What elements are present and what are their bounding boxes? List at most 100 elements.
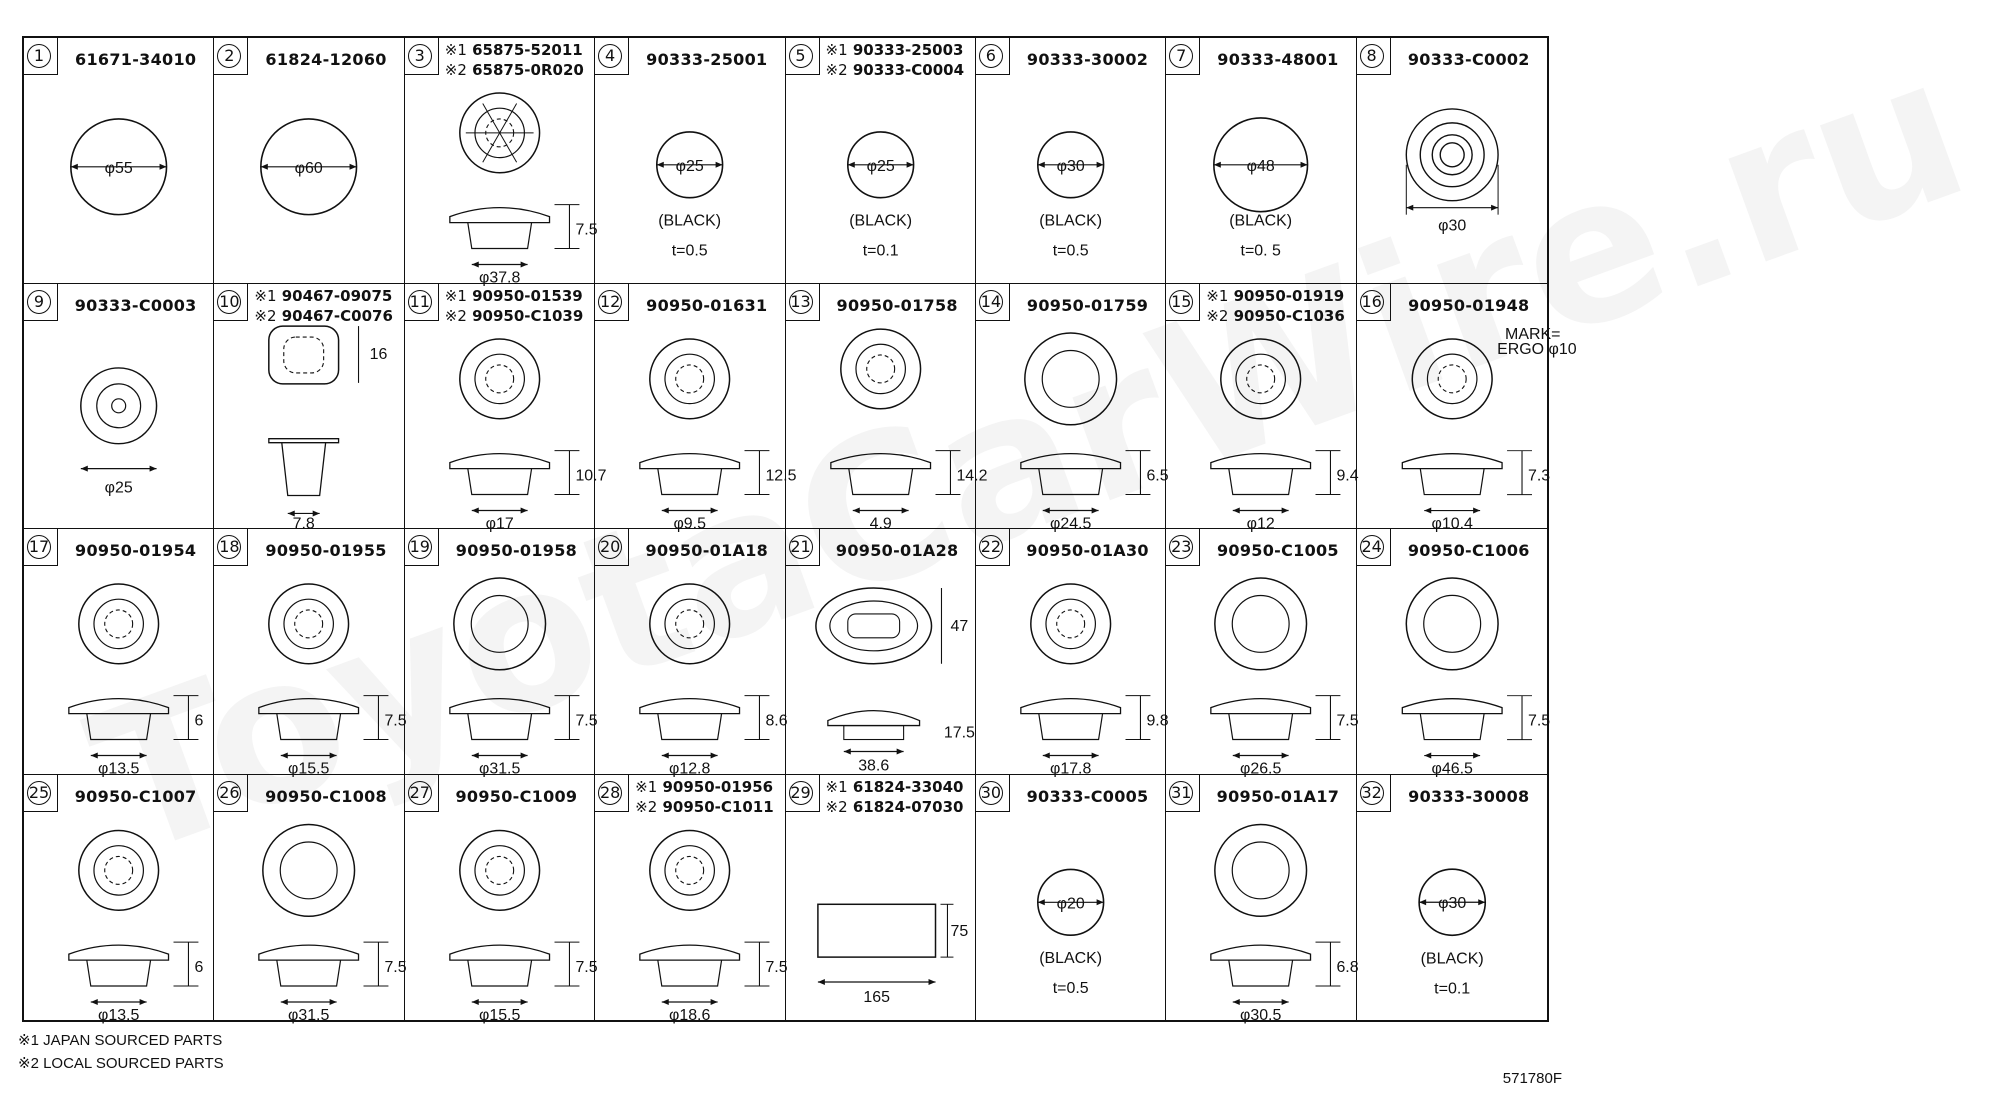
side-profile (448, 698, 550, 715)
item-number: 8 (1356, 38, 1391, 75)
top-view-outline (1214, 823, 1308, 917)
part-number: 90333-30002 (1026, 50, 1149, 69)
item-number: 6 (975, 38, 1010, 75)
disc-outline (1417, 867, 1486, 936)
item-number: 25 (24, 774, 58, 812)
washer-outline (80, 366, 158, 444)
height-label: 17.5 (943, 725, 974, 742)
height-label: 7.5 (766, 959, 788, 976)
diameter-label: φ30 (1438, 894, 1466, 912)
diameter-label: φ12.8 (669, 760, 710, 777)
part-drawing: φ25 (80, 366, 158, 496)
part-number-japan: ※1 90950-01956 (635, 777, 774, 796)
side-profile-body (86, 713, 152, 741)
part-number: 90950-01A28 (835, 541, 959, 560)
diameter-label: 38.6 (858, 757, 889, 774)
top-view-ring (664, 844, 716, 896)
side-profile (1210, 452, 1312, 469)
item-number: 12 (595, 283, 630, 321)
diameter-label: φ55 (105, 160, 133, 177)
side-profile-body (657, 468, 723, 495)
top-view-outline (649, 583, 731, 665)
height-label: 7.5 (385, 959, 407, 976)
height-label: 7.5 (575, 959, 597, 976)
side-profile-body (276, 713, 342, 741)
height-label: 9.8 (1146, 713, 1168, 730)
diameter-label: φ31.5 (479, 760, 520, 777)
top-view-outline (78, 583, 160, 665)
height-label: 6 (194, 713, 203, 730)
item-number: 15 (1166, 283, 1201, 321)
height-label: 10.7 (575, 467, 606, 484)
item-number: 28 (595, 774, 630, 812)
ring-outline (1405, 108, 1499, 202)
top-view-outline (1411, 337, 1493, 420)
note-japan-sourced: ※1 JAPAN SOURCED PARTS (18, 1032, 223, 1049)
part-number: 90950-01A17 (1216, 786, 1340, 806)
diameter-label: φ25 (866, 158, 894, 175)
part-drawing: φ25 (BLACK) t=0.1 (846, 131, 914, 259)
side-profile-body (466, 713, 532, 741)
thickness-label: t=0.5 (1053, 979, 1089, 996)
top-view-ring (854, 343, 906, 394)
top-view-outline (458, 92, 541, 174)
item-number: 2 (214, 38, 249, 75)
part-drawing: φ60 (260, 118, 358, 216)
color-label: (BLACK) (1039, 950, 1102, 967)
side-profile-body (1419, 713, 1485, 741)
part-drawing: φ48(BLACK)t=0. 5 (1213, 117, 1309, 259)
part-number-local: ※2 90950-C1039 (444, 306, 584, 325)
color-label: (BLACK) (1039, 213, 1102, 230)
diameter-label: φ13.5 (98, 1006, 139, 1023)
diameter-label: φ10.4 (1431, 515, 1473, 532)
part-number-local: ※2 90950-C1036 (1206, 306, 1345, 325)
side-profile-body (657, 713, 723, 741)
height-label: 8.6 (766, 713, 788, 730)
top-view-ring (1231, 840, 1290, 899)
height-label: 7.5 (385, 713, 407, 730)
diameter-label: φ20 (1057, 895, 1085, 912)
item-number: 27 (404, 774, 439, 812)
top-view-outline (78, 829, 160, 911)
top-view-ring (1426, 353, 1478, 404)
part-number: 90950-01A30 (1026, 541, 1149, 560)
part-number: 90950-01948 (1408, 295, 1530, 315)
part-drawing: φ30 (1405, 108, 1499, 235)
part-number-local: ※2 90467-C0076 (254, 306, 393, 325)
part-drawing: 12.5φ9.5 (639, 337, 797, 532)
diameter-label: φ15.5 (288, 760, 329, 777)
part-drawing: φ20 (BLACK) t=0.5 (1036, 868, 1105, 996)
part-number: 61824-12060 (265, 50, 387, 69)
top-view-ring (1045, 598, 1096, 650)
profile (826, 709, 920, 727)
clip-head (268, 324, 340, 385)
color-label: (BLACK) (849, 213, 912, 230)
side-profile-body (86, 959, 152, 987)
thickness-label: t=0.1 (862, 242, 898, 259)
diameter-label: φ30 (1057, 158, 1085, 175)
item-number: 4 (595, 38, 630, 75)
side-profile-body (657, 959, 723, 987)
note-local-sourced: ※2 LOCAL SOURCED PARTS (18, 1055, 224, 1072)
part-drawing: 7.5 φ15.5 (258, 583, 407, 777)
part-number: 90950-01759 (1026, 295, 1149, 315)
color-label: (BLACK) (658, 213, 721, 230)
part-number: 61671-34010 (75, 50, 197, 69)
diameter-label: φ26.5 (1240, 760, 1281, 777)
top-view-ring (1231, 594, 1290, 653)
side-profile-body (1228, 959, 1294, 987)
